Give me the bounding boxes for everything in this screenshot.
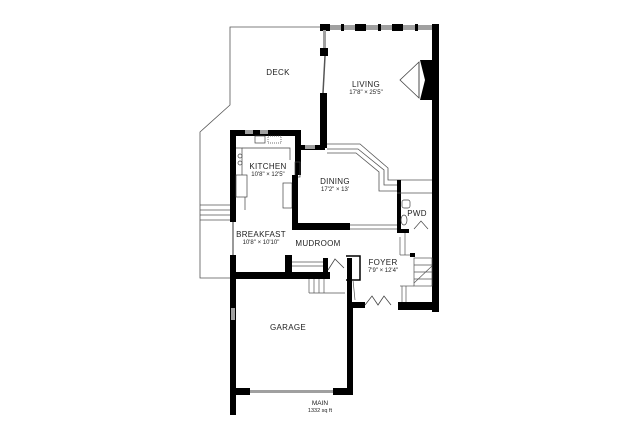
- room-label-kitchen: KITCHEN 10'8" × 12'5": [249, 162, 287, 178]
- stairs: [399, 233, 433, 302]
- room-label-garage: GARAGE: [269, 323, 307, 332]
- deck-steps: [200, 204, 230, 221]
- room-label-living: LIVING 17'8" × 25'5": [349, 80, 383, 96]
- front-door: [364, 295, 392, 306]
- dining-step-lines: [327, 143, 432, 192]
- garage-walls: [230, 278, 353, 395]
- level-caption: MAIN 1332 sq ft: [307, 400, 333, 414]
- room-label-dining: DINING 17'2" × 13': [320, 177, 350, 193]
- kitchen-counters: [235, 135, 301, 210]
- mudroom-steps: [308, 279, 345, 294]
- dining-south-wall: [292, 223, 350, 230]
- room-label-breakfast: BREAKFAST 10'8" × 10'10": [236, 230, 286, 246]
- room-label-mudroom: MUDROOM: [295, 239, 341, 248]
- living-top-wall: [320, 24, 438, 31]
- pwd-fixtures: [400, 199, 429, 230]
- east-wall: [432, 24, 439, 312]
- room-label-pwd: PWD: [407, 209, 427, 218]
- deck-outline: [199, 26, 323, 279]
- living-west-wall: [320, 93, 327, 148]
- kitchen-west-wall: [230, 130, 236, 222]
- room-label-deck: DECK: [266, 68, 290, 77]
- room-label-foyer: FOYER 7'9" × 12'4": [367, 258, 399, 274]
- fireplace: [399, 60, 432, 100]
- breakfast-south-wall: [230, 272, 330, 279]
